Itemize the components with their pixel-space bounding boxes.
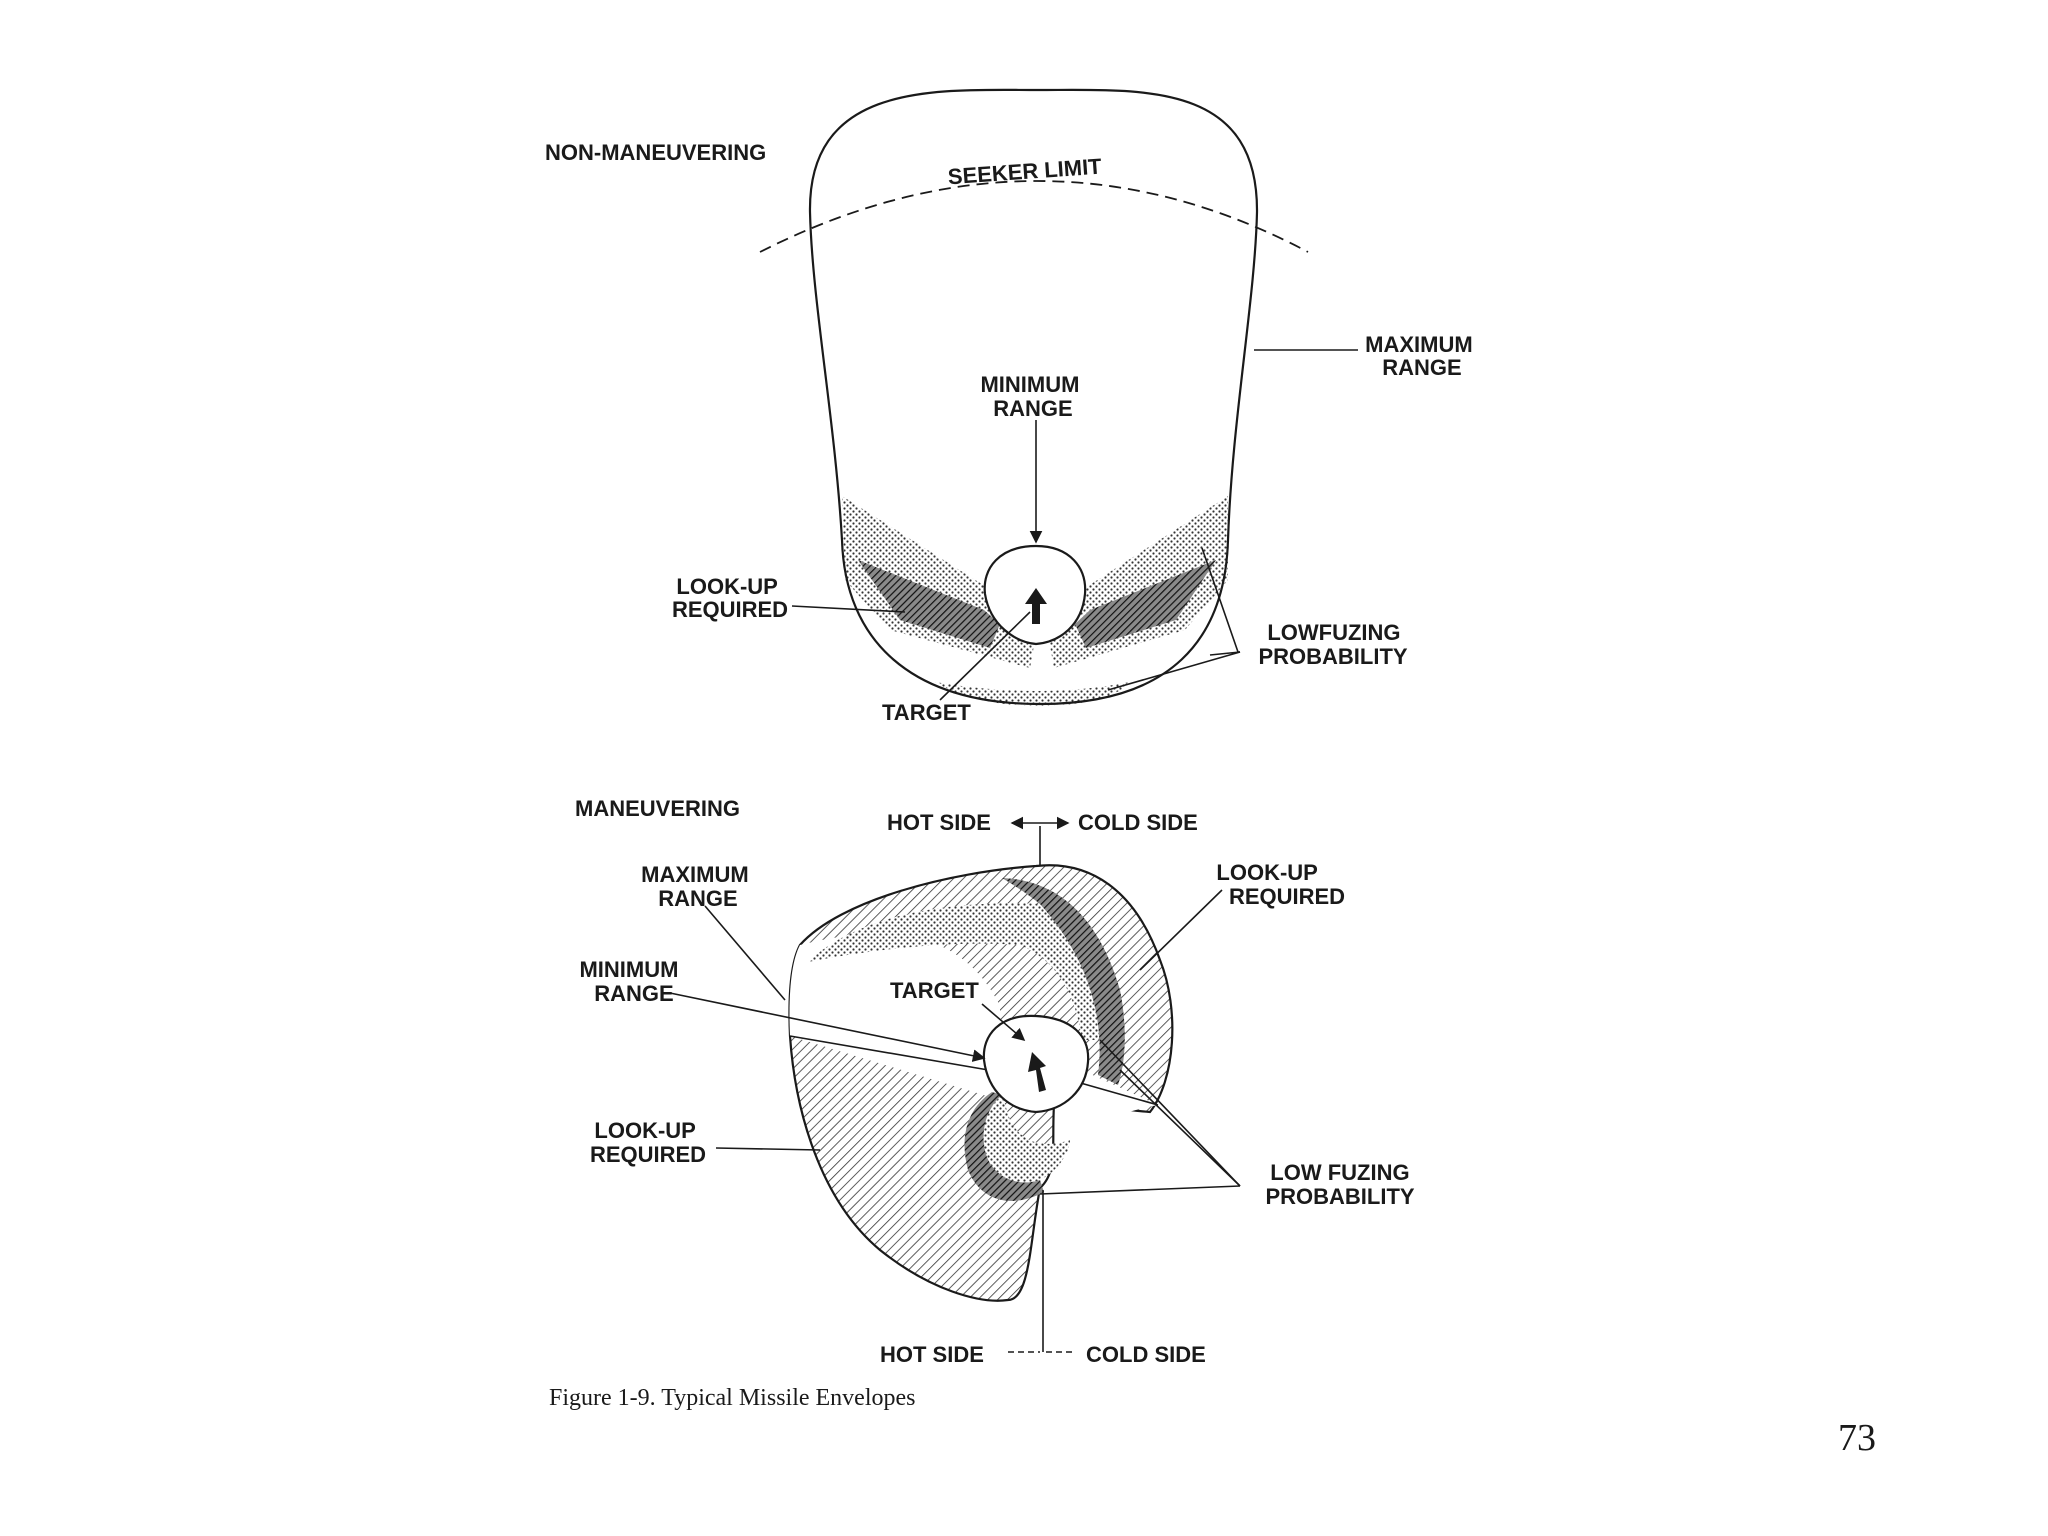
- top-seeker-limit-arc: [759, 180, 1309, 253]
- bottom-white-wedge-left: [789, 933, 1000, 1100]
- page-number: 73: [1838, 1417, 1876, 1459]
- bottom-dark-crescent-top: [1002, 878, 1125, 1085]
- bottom-target-arrow: [1028, 1052, 1046, 1092]
- top-hatched-left-region: [858, 560, 1000, 648]
- bottom-low-fuzing-leader-3: [1039, 1185, 1241, 1195]
- bottom-cold-side-bottom-label: COLD SIDE: [1086, 1342, 1206, 1367]
- bottom-look-up-required-right-label: LOOK-UP REQUIRED: [1216, 860, 1345, 909]
- bottom-hot-side-top-label: HOT SIDE: [887, 810, 991, 835]
- top-target-leader: [939, 611, 1031, 701]
- bottom-maximum-range-leader: [704, 905, 786, 1001]
- bottom-look-up-required-left-label: LOOK-UP REQUIRED: [590, 1118, 706, 1167]
- top-panel-title: NON-MANEUVERING: [545, 140, 766, 165]
- top-low-fuzing-probability-label: LOWFUZING PROBABILITY: [1258, 620, 1407, 669]
- maneuvering-envelope: [669, 816, 1241, 1353]
- top-target-label: TARGET: [882, 700, 971, 725]
- figure-caption: Figure 1-9. Typical Missile Envelopes: [549, 1385, 916, 1411]
- bottom-wedge-edge: [789, 1035, 1001, 1073]
- non-maneuvering-envelope: [759, 88, 1358, 706]
- bottom-panel-title: MANEUVERING: [575, 796, 740, 821]
- top-look-up-leader: [791, 605, 906, 613]
- bottom-target-leader: [981, 1003, 1026, 1042]
- top-maximum-range-boundary: [808, 88, 1259, 706]
- top-minimum-range-label: MINIMUM RANGE: [980, 372, 1085, 421]
- bottom-dark-crescent-lower: [964, 1092, 1044, 1201]
- bottom-hot-side-bottom-label: HOT SIDE: [880, 1342, 984, 1367]
- top-low-fuzing-leader-3: [1107, 651, 1241, 691]
- bottom-maximum-range-label: MAXIMUM RANGE: [641, 862, 755, 911]
- bottom-minimum-range-leader: [669, 992, 986, 1062]
- top-hatched-right-region: [1075, 560, 1216, 648]
- bottom-target-label: TARGET: [890, 978, 979, 1003]
- top-maximum-range-label: MAXIMUM RANGE: [1365, 332, 1479, 380]
- top-target-arrow: [1025, 588, 1047, 624]
- bottom-dotted-crescent-top: [808, 903, 1100, 1040]
- bottom-right-edge: [1069, 1079, 1159, 1106]
- top-seeker-limit-label: SEEKER LIMIT: [947, 154, 1103, 190]
- bottom-minimum-range-label: MINIMUM RANGE: [579, 957, 684, 1006]
- top-look-up-required-label: LOOK-UP REQUIRED: [672, 574, 788, 622]
- bottom-dotted-crescent-lower: [983, 1095, 1070, 1183]
- bottom-low-fuzing-leader-2: [1119, 1069, 1241, 1187]
- bottom-cold-side-top-label: COLD SIDE: [1078, 810, 1198, 835]
- top-low-fuzing-leader-2: [1209, 651, 1241, 656]
- bottom-low-fuzing-probability-label: LOW FUZING PROBABILITY: [1265, 1160, 1415, 1209]
- bottom-look-up-right-leader: [1139, 889, 1223, 971]
- bottom-low-fuzing-leader-1: [1099, 1039, 1241, 1187]
- bottom-look-up-left-leader: [715, 1147, 821, 1151]
